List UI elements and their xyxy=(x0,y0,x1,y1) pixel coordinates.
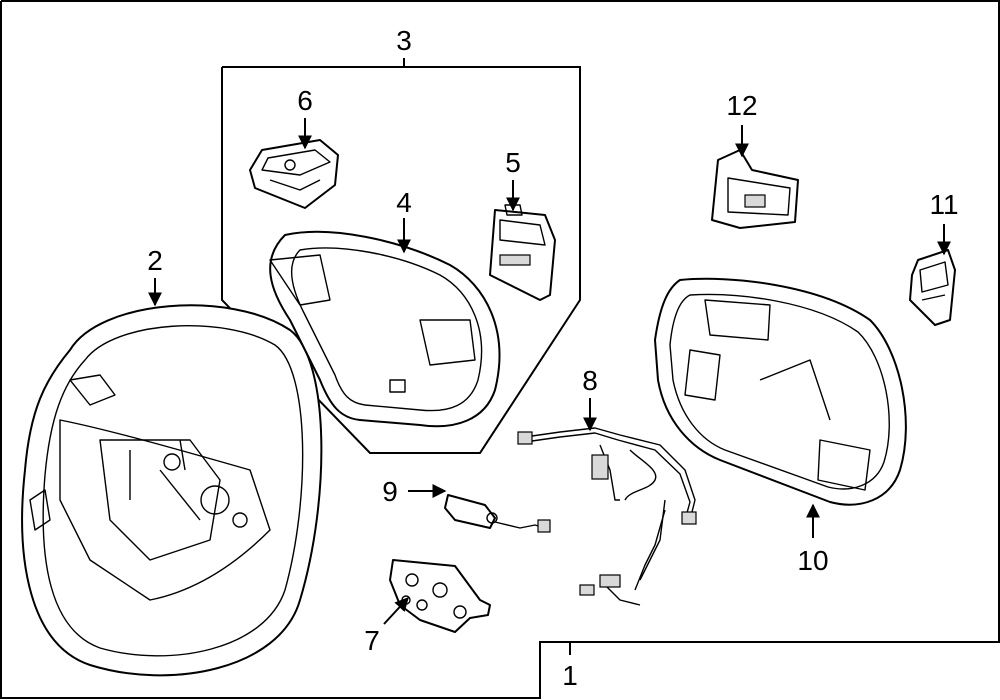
bracket-part xyxy=(389,559,491,633)
callout-10: 10 xyxy=(797,545,828,576)
switch-side-part xyxy=(909,249,956,326)
cover-part xyxy=(654,277,907,506)
callout-1: 1 xyxy=(562,660,578,691)
switch-top-part xyxy=(711,149,799,229)
leader-lines xyxy=(148,118,951,655)
callout-9: 9 xyxy=(382,476,398,507)
callout-11: 11 xyxy=(929,189,958,220)
callout-7: 7 xyxy=(364,625,380,656)
callout-12: 12 xyxy=(726,90,757,121)
wiring-harness-part xyxy=(517,427,697,606)
callout-2: 2 xyxy=(147,245,163,276)
connector-part xyxy=(444,494,551,533)
callout-4: 4 xyxy=(396,187,412,218)
callout-6: 6 xyxy=(297,85,313,116)
bezel-part xyxy=(269,230,501,428)
steering-wheel-part xyxy=(21,304,323,677)
callout-5: 5 xyxy=(505,147,521,178)
callout-3: 3 xyxy=(396,25,412,56)
group-bracket-3 xyxy=(221,58,581,454)
callout-labels: 1 2 3 4 5 6 7 8 9 10 11 12 xyxy=(147,25,958,691)
switch-right-part xyxy=(489,204,556,301)
callout-8: 8 xyxy=(582,365,598,396)
switch-left-part xyxy=(249,139,339,209)
